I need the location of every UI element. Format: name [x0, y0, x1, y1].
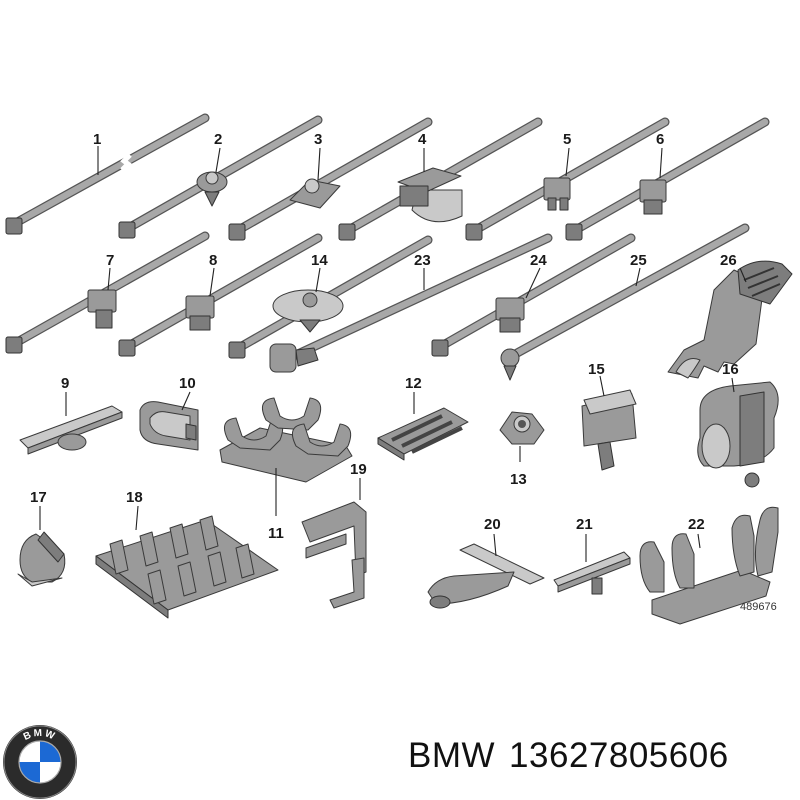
diagram-reference-number: 489676	[740, 601, 777, 613]
cable-tie-1	[5, 113, 210, 235]
clip-12	[377, 392, 469, 461]
callout-16: 16	[722, 361, 739, 378]
clip-21	[553, 534, 631, 595]
callout-3: 3	[314, 131, 322, 148]
callout-2: 2	[214, 131, 222, 148]
cable-tie-14	[228, 235, 433, 359]
callout-13: 13	[510, 471, 527, 488]
cable-tie-5	[465, 117, 670, 241]
brand-part-number-caption: BMW 13627805606	[408, 736, 743, 776]
callout-14: 14	[311, 252, 328, 269]
callout-19: 19	[350, 461, 367, 478]
callout-5: 5	[563, 131, 571, 148]
callout-23: 23	[414, 252, 431, 269]
bracket-15	[581, 375, 637, 471]
callout-9: 9	[61, 375, 69, 392]
cable-tie-24	[431, 233, 636, 357]
callout-22: 22	[688, 516, 705, 533]
callout-11: 11	[268, 525, 284, 542]
callout-20: 20	[484, 516, 501, 533]
clip-9	[19, 392, 123, 455]
callout-12: 12	[405, 375, 422, 392]
bmw-logo: BMW	[3, 725, 77, 799]
holder-11	[219, 397, 353, 516]
callout-26: 26	[720, 252, 737, 269]
callout-1: 1	[93, 131, 101, 148]
cable-tie-8	[118, 233, 323, 357]
bracket-19	[301, 478, 367, 609]
clip-10	[139, 391, 199, 451]
holder-26	[667, 260, 793, 379]
cable-tie-6	[565, 117, 770, 241]
cable-tie-25	[500, 223, 750, 381]
cable-tie-7	[5, 231, 210, 354]
callout-17: 17	[30, 489, 47, 506]
holder-16	[697, 377, 779, 488]
holder-18	[95, 505, 279, 619]
callout-10: 10	[179, 375, 196, 392]
callout-4: 4	[418, 131, 427, 148]
nut-13	[499, 411, 545, 462]
svg-text:BMW: BMW	[22, 728, 58, 743]
callout-15: 15	[588, 361, 605, 378]
cable-tie-2	[118, 115, 323, 239]
cable-tie-3	[228, 117, 433, 241]
clip-17	[17, 506, 66, 587]
callout-24: 24	[530, 252, 547, 269]
holder-22	[639, 506, 779, 625]
callout-18: 18	[126, 489, 143, 506]
cable-tie-4	[338, 117, 543, 241]
clip-20	[427, 533, 545, 609]
cable-tie-23	[269, 233, 553, 373]
callout-25: 25	[630, 252, 647, 269]
callout-8: 8	[209, 252, 217, 269]
callout-21: 21	[576, 516, 593, 533]
callout-6: 6	[656, 131, 664, 148]
part-number: 13627805606	[509, 736, 729, 775]
callout-7: 7	[106, 252, 114, 269]
brand-name: BMW	[408, 736, 496, 775]
